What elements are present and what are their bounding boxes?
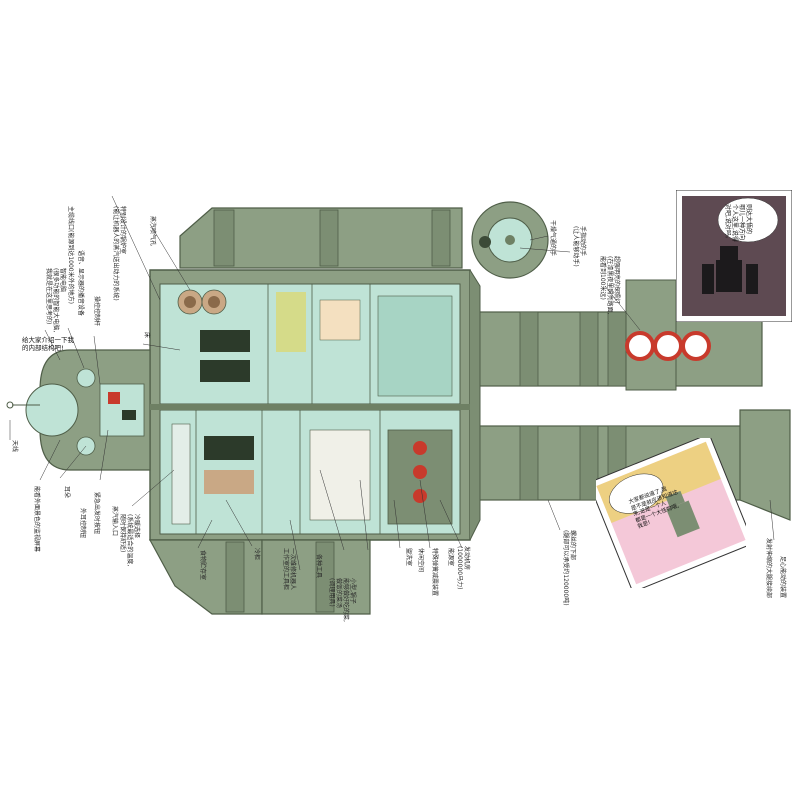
label-lounge: 休闲空间 bbox=[417, 548, 424, 573]
label-engine: 发动机房 (1000000马力) bbox=[456, 546, 470, 589]
label-steam-in: 蒸汽输入口 bbox=[111, 506, 118, 537]
comic-panel-bottom bbox=[596, 438, 746, 588]
label-kitchen-4: (调理用具) bbox=[328, 578, 335, 607]
label-fan-2: (系统最适合的温度, bbox=[126, 514, 133, 567]
label-hands-2: (让人能够动手) bbox=[572, 226, 579, 267]
label-store: 食物贮存室 bbox=[199, 550, 206, 581]
head-note: 给大家介绍一下我 的内部结构吧! bbox=[22, 336, 74, 352]
comic-top-line-1: 则达大悟的 bbox=[745, 204, 752, 235]
leader-lines bbox=[9, 195, 775, 571]
label-brain-2: (很多功能的智能大电脑, bbox=[52, 268, 59, 333]
label-fan-1: 冷暖选择 bbox=[133, 514, 140, 539]
label-kitchen-2: 能够做好吃的菜, bbox=[342, 578, 349, 622]
head-note-line-2: 的内部结构吧! bbox=[22, 344, 64, 352]
label-brain-3: 我就是在这里思考的) bbox=[45, 268, 52, 325]
comic-top-text: 则达大悟的 哪儿一种方向 个人这里,说得 对吧,说对吗。 bbox=[724, 204, 752, 242]
label-brain: 智能电脑 (很多功能的智能大电脑, 我就是在这里思考的) bbox=[45, 268, 66, 332]
label-nose: 外耳控制钮 bbox=[79, 508, 86, 539]
label-furnace-1: 特别设计的锅炉室 bbox=[119, 206, 126, 255]
label-tools: 各种工具 bbox=[315, 554, 322, 579]
label-lights-3: 能看到100米远) bbox=[599, 256, 606, 300]
label-battery: 能源室 bbox=[447, 548, 454, 567]
label-hands-1: 手指动的手 bbox=[579, 226, 586, 257]
label-kitchen-1: 小型,锅子 bbox=[349, 578, 356, 604]
label-brain-1: 智能电脑 bbox=[59, 268, 66, 293]
label-main-cable: 主缆线口(能源到达1000米外的地方) bbox=[67, 206, 74, 304]
comic-top-line-2: 哪儿一种方向 bbox=[738, 204, 745, 241]
label-spring: 特殊弹簧减震装置 bbox=[431, 548, 438, 597]
label-furnace-2: (能让机器人的蒸汽送出动力的系统) bbox=[112, 206, 119, 301]
label-leg-bolt: 螺丝的下部 (腿部可以承受约120000吨) bbox=[562, 530, 576, 606]
label-toilet: 盥洗室 bbox=[405, 548, 412, 567]
label-hands: 手指动的手 (让人能够动手) bbox=[572, 226, 586, 267]
label-foot-a: 发射伸缩的大腿接续部 bbox=[765, 538, 772, 599]
label-furnace: 特别设计的锅炉室 (能让机器人的蒸汽送出动力的系统) bbox=[112, 206, 126, 301]
label-lights-1: 超强明亮的探照灯 bbox=[613, 256, 620, 305]
label-leg-bolt-1: 螺丝的下部 bbox=[569, 530, 576, 561]
label-engine-1: 发动机房 bbox=[463, 546, 470, 571]
upper-arm bbox=[179, 201, 549, 279]
interior bbox=[150, 283, 470, 535]
label-kitchen: 小型,锅子 能够做好吃的菜, 做饭的菜汤 (调理用具) bbox=[328, 578, 356, 622]
label-ears: 耳朵 bbox=[63, 486, 70, 499]
label-speaker: 语音、显示器的播音设备 bbox=[77, 250, 84, 317]
label-lights: 超强明亮的探照灯 (在漆黑夜里照亮路面, 能看到100米远) bbox=[599, 256, 620, 314]
label-engine-2: (1000000马力) bbox=[456, 546, 463, 590]
lower-arm bbox=[148, 539, 371, 615]
label-work-room-1: 一次维修机器人 bbox=[289, 548, 296, 591]
label-work-room-2: 工作室的工具柜 bbox=[282, 548, 289, 591]
comic-top-line-4: 对吧,说对吗。 bbox=[724, 204, 731, 242]
label-bed: 床 bbox=[143, 332, 150, 339]
label-eyes-cam: 能看外面景色的监视屏幕 bbox=[33, 486, 40, 553]
label-leg-bolt-2: (腿部可以承受约120000吨) bbox=[562, 530, 569, 606]
label-fan-3: 随时保持舒适) bbox=[119, 514, 126, 553]
searchlights bbox=[625, 331, 711, 361]
label-steam-exit: 蒸汽喷气孔 bbox=[149, 216, 156, 247]
label-voice: 紧急出发时按钮 bbox=[93, 492, 100, 535]
comic-top-line-3: 个人这里,说得 bbox=[731, 204, 738, 242]
label-antenna: 天线 bbox=[11, 440, 18, 453]
robot-head bbox=[6, 349, 151, 471]
label-kitchen-3: 做饭的菜汤 bbox=[335, 578, 342, 609]
label-fan: 冷暖选择 (系统最适合的温度, 随时保持舒适) bbox=[119, 514, 140, 566]
head-note-line-1: 给大家介绍一下我 bbox=[22, 336, 74, 344]
label-foot-b: 足心能动的装置 bbox=[779, 556, 786, 599]
label-work-room: 一次维修机器人 工作室的工具柜 bbox=[282, 548, 296, 590]
label-lights-2: (在漆黑夜里照亮路面, bbox=[606, 256, 613, 315]
label-cooler: 冷柜 bbox=[253, 548, 260, 561]
label-dry-hand: 干燥气通的手 bbox=[549, 220, 556, 257]
comic-panel-top bbox=[676, 190, 792, 322]
label-panel: 操控控制杆 bbox=[93, 296, 100, 327]
